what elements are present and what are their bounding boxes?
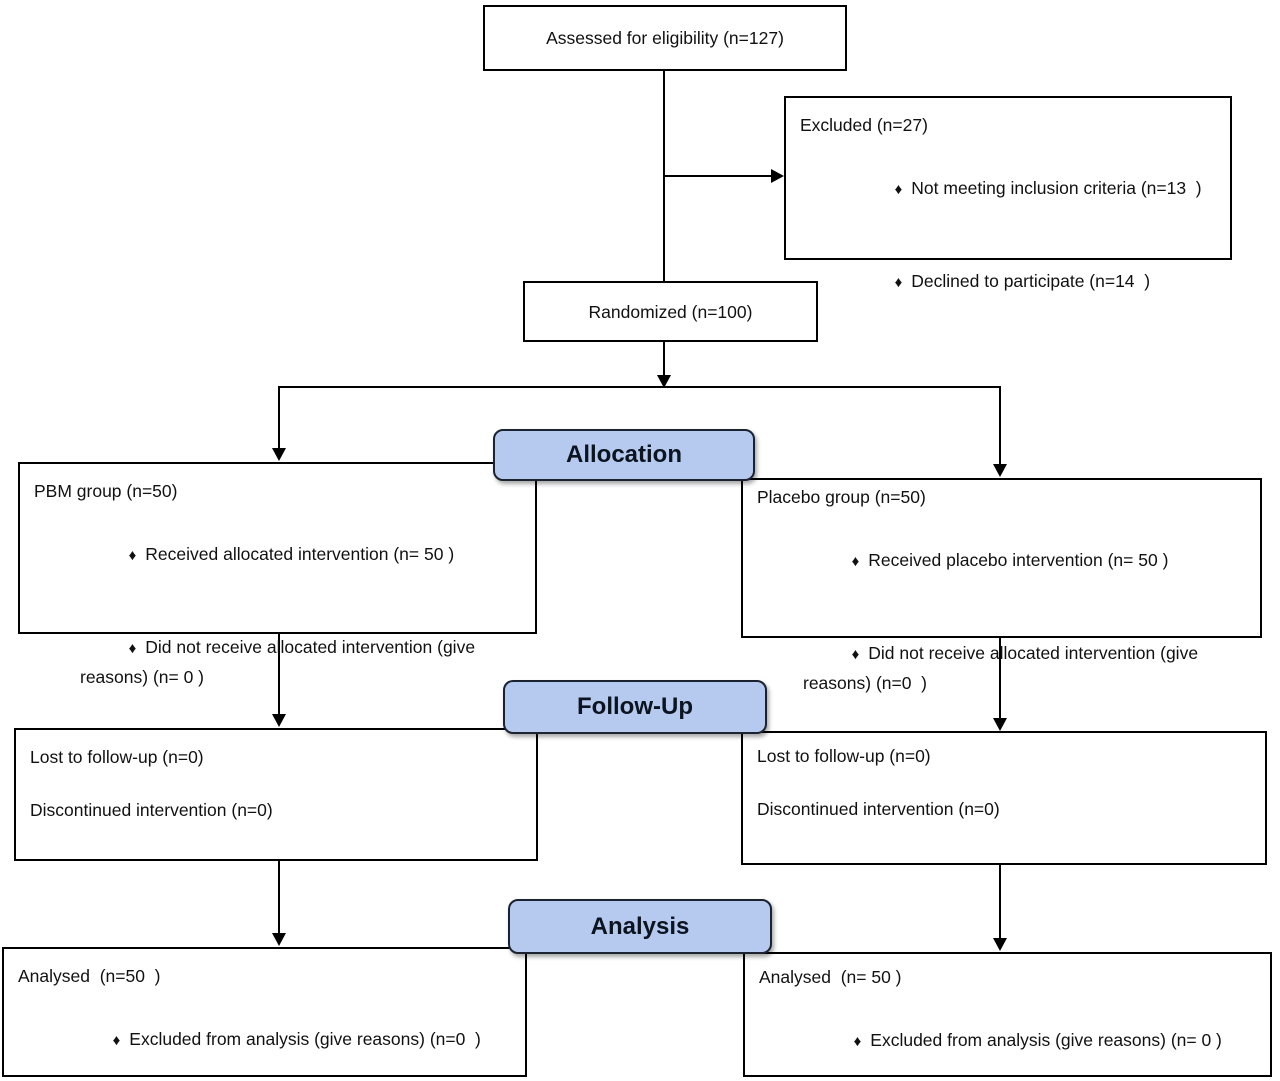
pbm-group-list: ♦ Received allocated intervention (n= 50 …: [34, 511, 521, 721]
bullet-diamond-icon: ♦: [128, 640, 137, 657]
banner-follow-up: Follow-Up: [503, 680, 767, 734]
pbm-group-item-text: Received allocated intervention (n= 50 ): [145, 544, 455, 564]
box-followup-left: Lost to follow-up (n=0) Discontinued int…: [14, 728, 538, 861]
analysis-left-list: ♦ Excluded from analysis (give reasons) (…: [18, 996, 511, 1081]
connector-branch-to-pbm: [278, 386, 280, 448]
arrowhead-analysis-left-icon: [272, 933, 286, 946]
excluded-item: ♦ Not meeting inclusion criteria (n=13 ): [800, 145, 1216, 233]
placebo-group-item: ♦Did not receive allocated intervention …: [757, 610, 1223, 727]
analysis-right-list: ♦ Excluded from analysis (give reasons) (…: [759, 997, 1256, 1081]
analysis-right-title: Analysed (n= 50 ): [759, 967, 902, 987]
excluded-list: ♦Not meeting inclusion criteria (n=13 ) …: [800, 145, 1216, 326]
followup-left-lost: Lost to follow-up (n=0): [30, 747, 204, 767]
connector-placebo-to-followup: [999, 637, 1001, 718]
placebo-group-list: ♦Received placebo intervention (n= 50 ) …: [757, 517, 1246, 727]
box-pbm-group: PBM group (n=50) ♦ Received allocated int…: [18, 462, 537, 687]
bullet-diamond-icon: ♦: [853, 1033, 862, 1050]
pbm-group-item-text: Did not receive allocated intervention (…: [80, 637, 480, 687]
analysis-left-title: Analysed (n=50 ): [18, 966, 161, 986]
randomized-label: Randomized (n=100): [588, 301, 753, 322]
arrowhead-pbm-icon: [272, 448, 286, 461]
excluded-item: ♦ Declined to participate (n=14 ): [800, 238, 1216, 326]
pbm-group-title: PBM group (n=50): [34, 481, 178, 501]
placebo-group-item: ♦ Received placebo intervention (n= 50 ): [757, 517, 1246, 605]
branch-line: [278, 386, 1001, 388]
arrowhead-analysis-right-icon: [993, 938, 1007, 951]
box-followup-right: Lost to follow-up (n=0) Discontinued int…: [741, 731, 1267, 865]
connector-followup-to-analysis-right: [999, 864, 1001, 938]
box-placebo-group: Placebo group (n=50) ♦ Received placebo i…: [741, 478, 1262, 693]
connector-to-excluded: [664, 175, 771, 177]
analysis-right-item: ♦ Excluded from analysis (give reasons) (…: [759, 997, 1256, 1081]
analysis-left-item-text: Excluded from analysis (give reasons) (n…: [129, 1029, 481, 1049]
excluded-title: Excluded (n=27): [800, 115, 928, 135]
box-analysis-right: Analysed (n= 50 ) ♦ Excluded from analysi…: [743, 952, 1272, 1077]
assessed-label: Assessed for eligibility (n=127): [546, 28, 784, 48]
banner-allocation-label: Allocation: [565, 441, 682, 468]
connector-randomized-to-branch: [663, 341, 665, 376]
bullet-diamond-icon: ♦: [851, 646, 860, 663]
arrowhead-followup-right-icon: [993, 718, 1007, 731]
analysis-left-item: ♦ Excluded from analysis (give reasons) (…: [18, 996, 511, 1081]
banner-analysis-label: Analysis: [590, 912, 690, 940]
box-analysis-left: Analysed (n=50 ) ♦ Excluded from analysis…: [2, 947, 527, 1077]
excluded-item-text: Not meeting inclusion criteria (n=13 ): [911, 178, 1202, 198]
excluded-item-text: Declined to participate (n=14 ): [911, 271, 1151, 291]
connector-branch-to-placebo: [999, 386, 1001, 464]
banner-analysis: Analysis: [508, 899, 772, 954]
followup-right-discontinued: Discontinued intervention (n=0): [757, 799, 1000, 819]
pbm-group-item: ♦ Received allocated intervention (n= 50 …: [34, 511, 521, 599]
bullet-diamond-icon: ♦: [851, 553, 860, 570]
arrowhead-excluded-icon: [771, 169, 784, 183]
banner-allocation: Allocation: [493, 429, 755, 481]
arrowhead-placebo-icon: [993, 464, 1007, 477]
bullet-diamond-icon: ♦: [112, 1032, 121, 1049]
box-assessed-eligibility: Assessed for eligibility (n=127): [483, 5, 847, 71]
placebo-group-item-text: Did not receive allocated intervention (…: [803, 643, 1203, 693]
box-excluded: Excluded (n=27) ♦ Not meeting inclusion c…: [784, 96, 1232, 291]
followup-right-lost: Lost to follow-up (n=0): [757, 746, 931, 766]
followup-left-discontinued: Discontinued intervention (n=0): [30, 800, 273, 820]
banner-follow-up-label: Follow-Up: [577, 693, 693, 720]
analysis-right-item-text: Excluded from analysis (give reasons) (n…: [870, 1030, 1222, 1050]
pbm-group-item: ♦Did not receive allocated intervention …: [34, 604, 500, 721]
bullet-diamond-icon: ♦: [894, 274, 903, 291]
box-randomized: Randomized (n=100): [523, 281, 818, 342]
bullet-diamond-icon: ♦: [894, 181, 903, 198]
bullet-diamond-icon: ♦: [128, 547, 137, 564]
placebo-group-title: Placebo group (n=50): [757, 487, 926, 507]
arrowhead-branch-icon: [657, 375, 671, 388]
arrowhead-followup-left-icon: [272, 714, 286, 727]
connector-pbm-to-followup: [278, 633, 280, 714]
connector-followup-to-analysis-left: [278, 860, 280, 933]
placebo-group-item-text: Received placebo intervention (n= 50 ): [868, 550, 1169, 570]
